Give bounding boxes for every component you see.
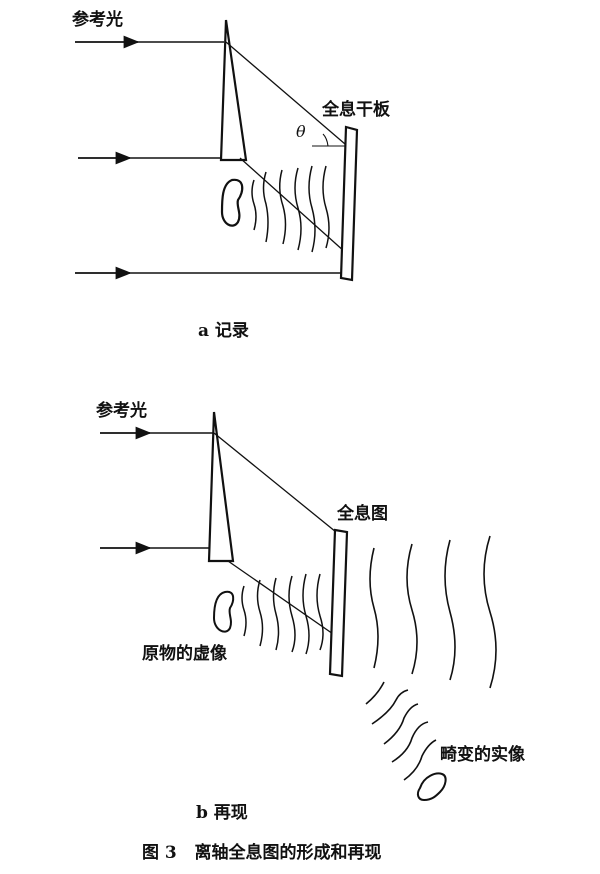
caption-a: a 记录 <box>198 321 249 341</box>
prism-b <box>209 412 233 561</box>
theta-arc <box>323 134 328 146</box>
hologram-plate <box>330 530 347 676</box>
theta-symbol: θ <box>296 122 306 141</box>
object <box>222 180 242 226</box>
reference-light-label-a: 参考光 <box>72 10 123 30</box>
caption-b: b 再现 <box>196 803 248 823</box>
real-image <box>418 774 446 800</box>
reference-light-label-b: 参考光 <box>96 401 147 421</box>
transmitted-waves <box>370 536 496 688</box>
virtual-image-waves <box>242 574 323 654</box>
refracted-beam-upper <box>226 42 345 144</box>
real-image-waves <box>366 682 436 780</box>
refracted-beam-lower <box>240 158 345 252</box>
refracted-beam-b-upper <box>214 433 336 532</box>
virtual-image-label: 原物的虚像 <box>142 644 227 664</box>
real-image-label: 畸变的实像 <box>440 745 525 765</box>
panel-b-reconstruction <box>100 412 496 800</box>
holographic-plate <box>341 127 357 280</box>
plate-label: 全息干板 <box>322 100 390 120</box>
refracted-beam-b-lower <box>228 561 336 636</box>
virtual-image <box>214 592 233 632</box>
object-waves <box>252 166 329 252</box>
prism <box>221 20 246 160</box>
hologram-label: 全息图 <box>337 504 388 524</box>
panel-a-recording <box>75 20 357 280</box>
figure-caption: 图 3 离轴全息图的形成和再现 <box>142 843 382 863</box>
